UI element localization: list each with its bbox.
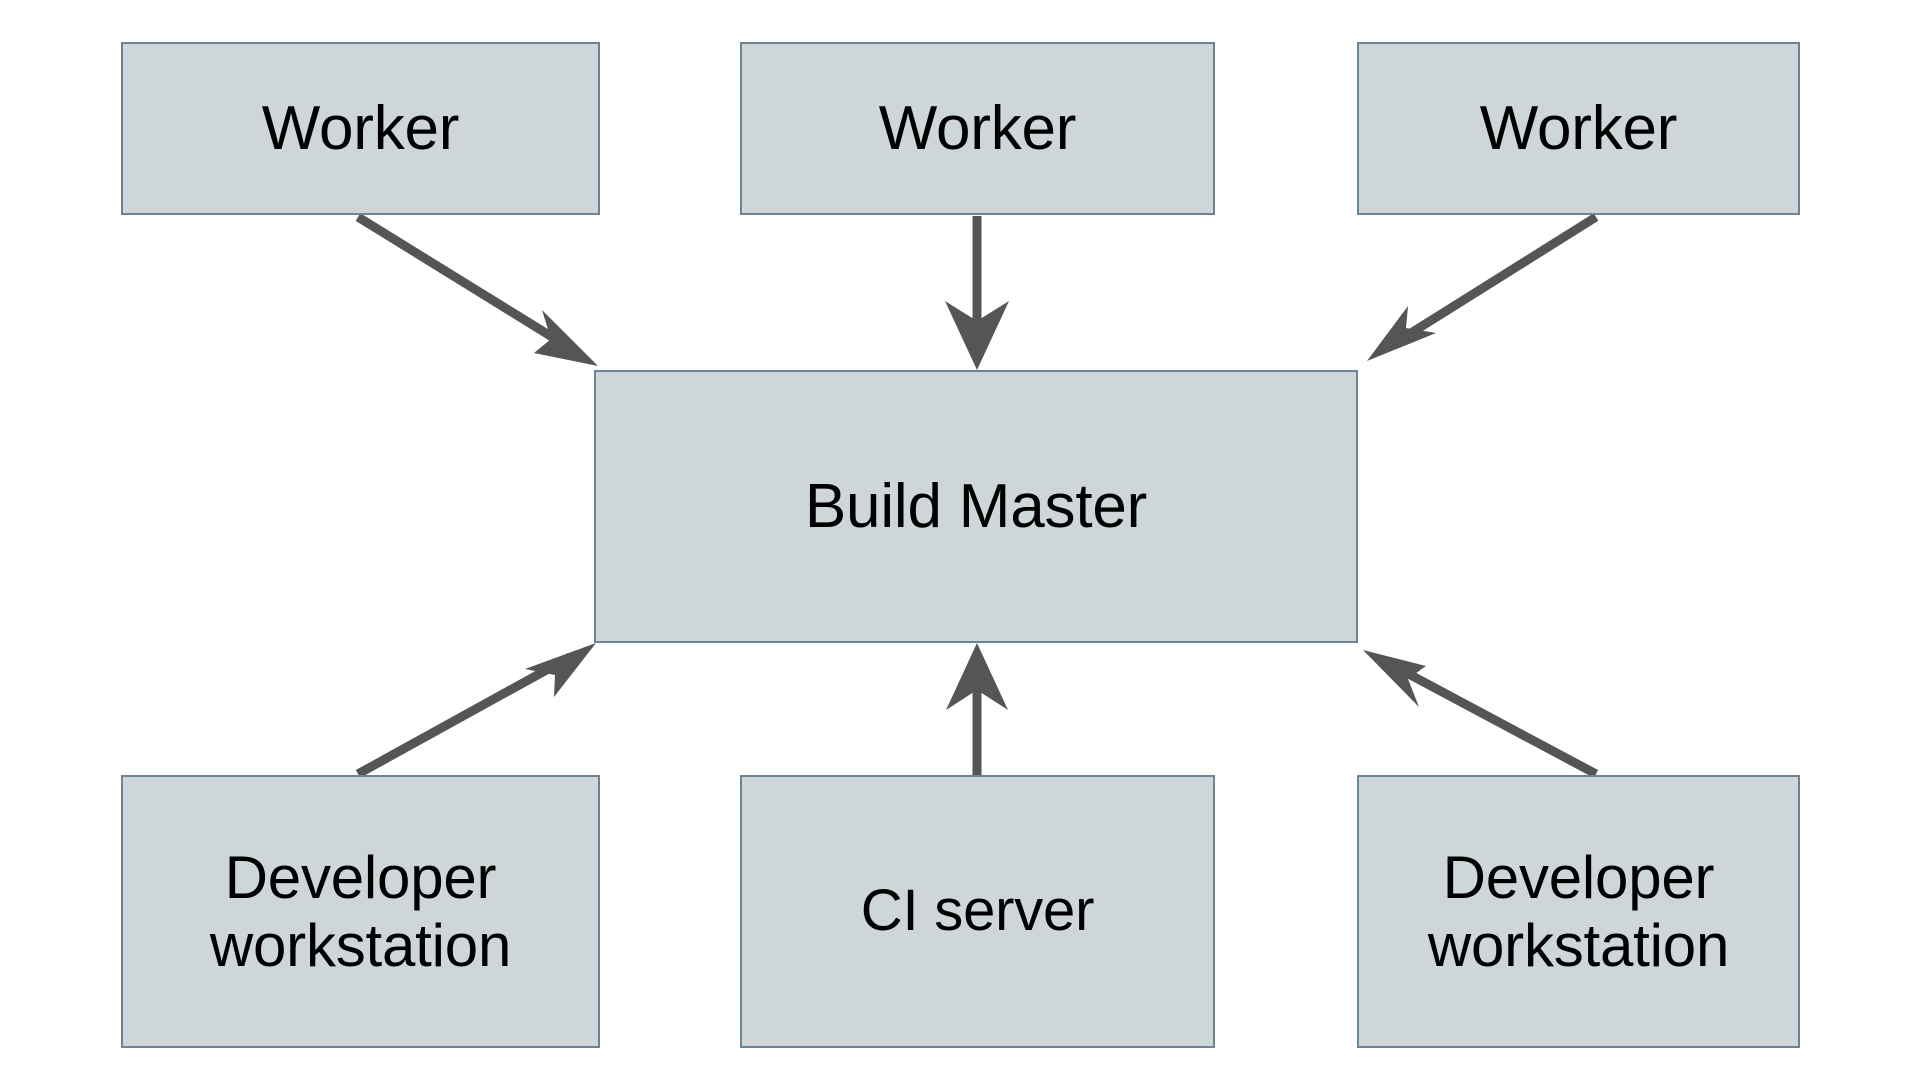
node-worker-top-center[interactable]: Worker [740, 42, 1215, 215]
node-label-worker-top-center: Worker [878, 93, 1077, 163]
node-worker-top-left[interactable]: Worker [121, 42, 600, 215]
node-developer-workstation-left[interactable]: Developer workstation [121, 775, 600, 1048]
node-developer-workstation-right[interactable]: Developer workstation [1357, 775, 1800, 1048]
node-worker-top-right[interactable]: Worker [1357, 42, 1800, 215]
node-label-worker-top-left: Worker [261, 93, 460, 163]
node-ci-server[interactable]: CI server [740, 775, 1215, 1048]
edge-worker-top-center-to-build-master [945, 216, 1009, 370]
edge-dev-workstation-right-to-build-master [1363, 650, 1599, 778]
node-label-build-master: Build Master [804, 471, 1148, 541]
node-label-worker-top-right: Worker [1479, 93, 1678, 163]
node-label-developer-workstation-left: Developer workstation [209, 844, 512, 979]
edge-worker-top-right-to-build-master [1367, 213, 1599, 361]
edge-ci-server-to-build-master [946, 643, 1008, 775]
edge-dev-workstation-left-to-build-master [355, 643, 596, 778]
node-label-developer-workstation-right: Developer workstation [1427, 844, 1730, 979]
edge-worker-top-left-to-build-master [355, 213, 598, 366]
node-build-master[interactable]: Build Master [594, 370, 1358, 643]
node-label-ci-server: CI server [860, 878, 1095, 944]
